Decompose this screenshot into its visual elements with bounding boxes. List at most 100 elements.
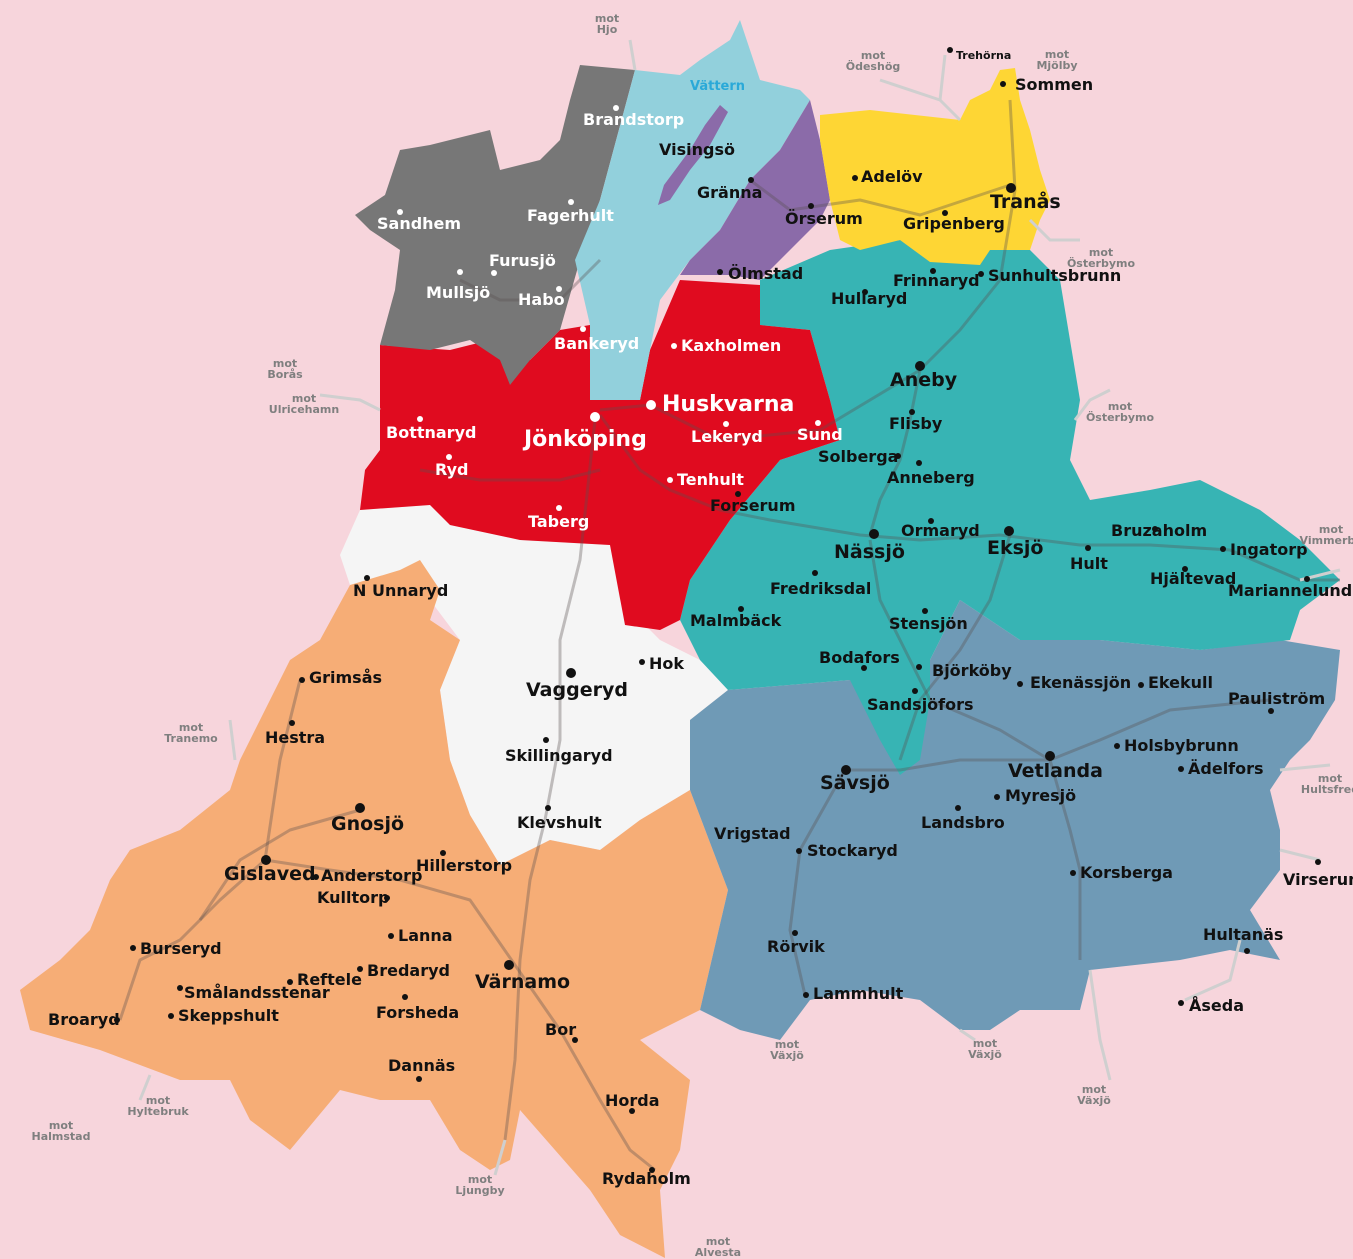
place-dot-ekenassjon bbox=[1017, 681, 1023, 687]
place-label-hult: Hult bbox=[1070, 554, 1108, 573]
place-dot-myresjo bbox=[994, 794, 1000, 800]
place-label-hillerstorp: Hillerstorp bbox=[416, 856, 512, 875]
place-label-bor: Bor bbox=[545, 1020, 576, 1039]
place-dot-taberg bbox=[556, 505, 562, 511]
place-dot-lanna bbox=[388, 933, 394, 939]
place-label-grimsas: Grimsås bbox=[309, 668, 382, 687]
place-label-kulltorp: Kulltorp bbox=[317, 888, 389, 907]
place-dot-rydaholm bbox=[649, 1167, 655, 1173]
place-dot-orserum bbox=[808, 203, 814, 209]
place-dot-sommen bbox=[1000, 81, 1006, 87]
place-dot-granna bbox=[748, 177, 754, 183]
place-label-huskvarna: Huskvarna bbox=[662, 392, 794, 417]
place-dot-flisby bbox=[909, 409, 915, 415]
place-label-lekeryd: Lekeryd bbox=[691, 427, 763, 446]
place-label-landsbro: Landsbro bbox=[921, 813, 1005, 832]
place-label-sunhultsbrunn: Sunhultsbrunn bbox=[988, 266, 1121, 285]
place-dot-tenhult bbox=[667, 477, 673, 483]
direction-line2: Hjo bbox=[597, 23, 618, 36]
direction-line2: Växjö bbox=[1077, 1094, 1111, 1107]
direction-line1: mot bbox=[273, 357, 297, 370]
place-dot-hok bbox=[639, 659, 645, 665]
place-label-vetlanda: Vetlanda bbox=[1008, 760, 1103, 782]
place-label-virserum: Virserum bbox=[1283, 870, 1353, 889]
place-label-gnosjo: Gnosjö bbox=[331, 813, 404, 835]
place-dot-ormaryd bbox=[928, 518, 934, 524]
direction-line2: Alvesta bbox=[695, 1246, 741, 1259]
place-dot-rorvik bbox=[792, 930, 798, 936]
place-dot-stockaryd bbox=[796, 848, 802, 854]
place-dot-bodafors bbox=[861, 665, 867, 671]
place-dot-virserum bbox=[1315, 859, 1321, 865]
direction-line1: mot bbox=[595, 12, 619, 25]
direction-line2: Österbymo bbox=[1086, 410, 1155, 424]
place-label-forsheda: Forsheda bbox=[376, 1003, 459, 1022]
place-dot-anderstorp bbox=[313, 874, 319, 880]
place-label-hestra: Hestra bbox=[265, 728, 325, 747]
place-label-rydaholm: Rydaholm bbox=[602, 1169, 691, 1188]
place-dot-savsjo bbox=[841, 765, 851, 775]
place-label-lanna: Lanna bbox=[398, 926, 453, 945]
place-label-adelov: Adelöv bbox=[861, 167, 923, 186]
place-label-bodafors: Bodafors bbox=[819, 648, 900, 667]
direction-line2: Halmstad bbox=[32, 1130, 91, 1143]
region-nassjo-eksjo-aneby bbox=[680, 240, 1340, 775]
place-label-hultanas: Hultanäs bbox=[1203, 925, 1283, 944]
place-dot-hillerstorp bbox=[440, 850, 446, 856]
place-label-bruzaholm: Bruzaholm bbox=[1111, 521, 1207, 540]
place-dot-huskvarna bbox=[646, 400, 656, 410]
place-label-fagerhult: Fagerhult bbox=[527, 206, 614, 225]
direction-line2: Hyltebruk bbox=[127, 1105, 189, 1118]
place-dot-stensjon bbox=[922, 608, 928, 614]
place-label-anneberg: Anneberg bbox=[887, 468, 975, 487]
direction-line2: Hultsfred bbox=[1301, 783, 1353, 796]
direction-line1: mot bbox=[292, 392, 316, 405]
place-label-kaxholmen: Kaxholmen bbox=[681, 336, 781, 355]
place-dot-bor bbox=[572, 1037, 578, 1043]
place-dot-kaxholmen bbox=[671, 343, 677, 349]
place-label-bredaryd: Bredaryd bbox=[367, 961, 450, 980]
place-dot-sund bbox=[815, 420, 821, 426]
place-dot-fagerhult bbox=[568, 199, 574, 205]
direction-line2: Växjö bbox=[968, 1048, 1002, 1061]
place-dot-dannas bbox=[416, 1076, 422, 1082]
place-dot-eksjo bbox=[1004, 526, 1014, 536]
place-label-smalandsstenar: Smålandsstenar bbox=[184, 983, 330, 1002]
place-label-skillingaryd: Skillingaryd bbox=[505, 746, 613, 765]
place-label-granna: Gränna bbox=[697, 183, 762, 202]
region-granna bbox=[680, 100, 830, 280]
place-dot-horda bbox=[629, 1108, 635, 1114]
place-dot-lekeryd bbox=[723, 421, 729, 427]
place-label-sommen: Sommen bbox=[1015, 75, 1093, 94]
place-dot-forsheda bbox=[402, 994, 408, 1000]
place-label-frinnaryd: Frinnaryd bbox=[893, 271, 980, 290]
place-dot-reftele bbox=[287, 979, 293, 985]
place-dot-kulltorp bbox=[384, 895, 390, 901]
place-dot-korsberga bbox=[1070, 870, 1076, 876]
place-label-rorvik: Rörvik bbox=[767, 937, 825, 956]
direction-line1: mot bbox=[179, 721, 203, 734]
place-label-fredriksdal: Fredriksdal bbox=[770, 579, 871, 598]
place-dot-habo bbox=[556, 286, 562, 292]
direction-line1: mot bbox=[1045, 48, 1069, 61]
place-dot-adelov bbox=[852, 175, 858, 181]
place-label-habo: Habo bbox=[518, 290, 565, 309]
place-dot-mariannelund bbox=[1304, 576, 1310, 582]
place-dot-gripenberg bbox=[942, 210, 948, 216]
place-dot-tranas bbox=[1006, 183, 1016, 193]
place-label-ekenassjon: Ekenässjön bbox=[1030, 673, 1131, 692]
place-dot-forserum bbox=[735, 491, 741, 497]
direction-line1: mot bbox=[973, 1037, 997, 1050]
place-dot-ingatorp bbox=[1220, 546, 1226, 552]
place-label-ryd: Ryd bbox=[435, 460, 468, 479]
region-habo-mullsjo bbox=[355, 65, 635, 385]
place-label-savsjo: Sävsjö bbox=[820, 772, 890, 794]
place-label-ormaryd: Ormaryd bbox=[901, 521, 980, 540]
direction-line1: mot bbox=[1082, 1083, 1106, 1096]
direction-line1: mot bbox=[706, 1235, 730, 1248]
